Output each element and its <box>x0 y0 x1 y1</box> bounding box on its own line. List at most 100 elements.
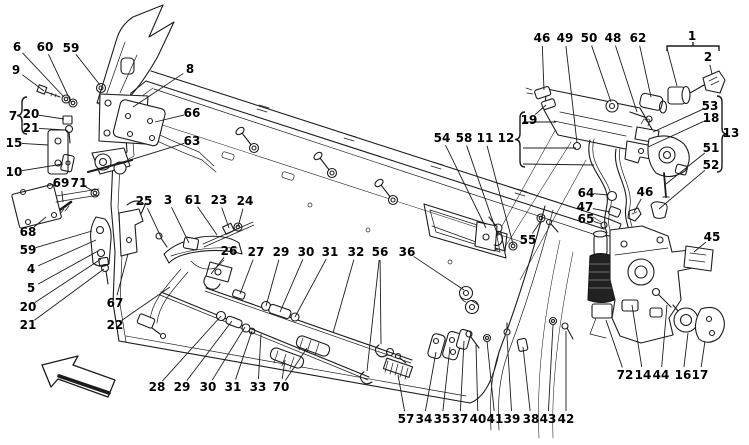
leader-line <box>132 73 184 108</box>
leader-line <box>647 120 704 148</box>
leader-line <box>532 221 541 234</box>
group-bracket-1 <box>666 42 720 51</box>
callout-20: 20 <box>19 300 37 314</box>
callout-57: 57 <box>397 412 415 426</box>
callout-30: 30 <box>297 245 315 259</box>
callout-32: 32 <box>347 245 365 259</box>
leader-line <box>85 186 94 192</box>
leader-line <box>486 340 495 412</box>
callout-7: 7 <box>8 109 18 123</box>
leader-line <box>279 259 304 313</box>
leader-line <box>35 230 93 249</box>
leader-line <box>147 208 162 238</box>
leader-line <box>285 347 308 381</box>
lock-control-cluster <box>525 86 690 250</box>
leader-line <box>121 286 171 321</box>
leader-line <box>33 216 47 228</box>
callout-20: 20 <box>22 107 40 121</box>
leader-line <box>38 128 67 131</box>
callout-8: 8 <box>185 62 195 76</box>
callout-69: 69 <box>52 176 70 190</box>
callout-4: 4 <box>26 262 36 276</box>
callout-64: 64 <box>577 186 595 200</box>
leader-line <box>593 193 609 196</box>
leader-line <box>235 330 253 380</box>
leader-line <box>709 64 713 75</box>
callout-56: 56 <box>371 245 389 259</box>
leader-line <box>534 104 547 116</box>
leader-line <box>605 319 623 368</box>
callout-9: 9 <box>11 63 21 77</box>
leader-line <box>379 259 382 345</box>
callout-35: 35 <box>433 412 451 426</box>
callout-28: 28 <box>148 380 166 394</box>
leader-line <box>658 169 706 210</box>
callout-24: 24 <box>236 194 254 208</box>
callout-13: 13 <box>722 126 740 140</box>
upper-hinge-assembly <box>36 82 166 215</box>
leader-line <box>221 207 230 229</box>
callout-37: 37 <box>451 412 469 426</box>
leader-line <box>445 144 487 229</box>
leader-line <box>522 163 595 166</box>
callout-43: 43 <box>539 412 557 426</box>
rear-edge-latch-parts <box>474 213 559 252</box>
callout-25: 25 <box>135 194 153 208</box>
leader-line <box>34 258 102 303</box>
callout-21: 21 <box>22 121 40 135</box>
leader-line <box>37 250 99 285</box>
callout-31: 31 <box>224 380 242 394</box>
callout-3: 3 <box>163 193 173 207</box>
leader-line <box>61 190 64 203</box>
callout-36: 36 <box>398 245 416 259</box>
key-and-barrel-set <box>667 70 726 105</box>
callout-48: 48 <box>604 31 622 45</box>
leader-line <box>119 142 185 164</box>
callout-46: 46 <box>636 185 654 199</box>
callout-39: 39 <box>503 412 521 426</box>
callout-19: 19 <box>520 113 538 127</box>
leader-line <box>397 374 406 412</box>
leader-line <box>475 344 479 412</box>
callout-34: 34 <box>415 412 433 426</box>
callout-1: 1 <box>687 29 697 43</box>
leader-line <box>237 208 244 228</box>
leader-line <box>442 346 451 412</box>
callout-18: 18 <box>702 111 720 125</box>
group-bracket-7 <box>16 96 28 135</box>
callout-60: 60 <box>36 40 54 54</box>
leader-line <box>693 241 707 253</box>
callout-46: 46 <box>533 31 551 45</box>
leader-line <box>34 268 105 321</box>
leader-line <box>591 45 612 103</box>
leader-line <box>186 320 233 381</box>
direction-arrow <box>41 355 116 398</box>
leader-line <box>21 163 64 172</box>
leader-line <box>639 45 652 98</box>
callout-27: 27 <box>247 245 265 259</box>
leader-line <box>366 259 380 372</box>
leader-line <box>424 351 437 412</box>
leader-line <box>506 335 512 412</box>
callout-31: 31 <box>321 245 339 259</box>
callout-50: 50 <box>580 31 598 45</box>
leader-line <box>21 143 49 146</box>
leader-line <box>633 198 642 213</box>
callout-55: 55 <box>519 233 537 247</box>
callout-63: 63 <box>183 134 201 148</box>
door-handle-assembly <box>136 221 255 340</box>
callout-72: 72 <box>616 368 634 382</box>
callout-15: 15 <box>5 136 23 150</box>
callout-29: 29 <box>173 380 191 394</box>
leader-line <box>48 54 72 103</box>
leader-line <box>665 152 706 185</box>
callout-71: 71 <box>70 176 88 190</box>
leader-line <box>154 114 185 123</box>
leader-line <box>116 253 129 296</box>
callout-11: 11 <box>476 131 494 145</box>
callout-51: 51 <box>702 141 720 155</box>
callout-5: 5 <box>26 281 36 295</box>
